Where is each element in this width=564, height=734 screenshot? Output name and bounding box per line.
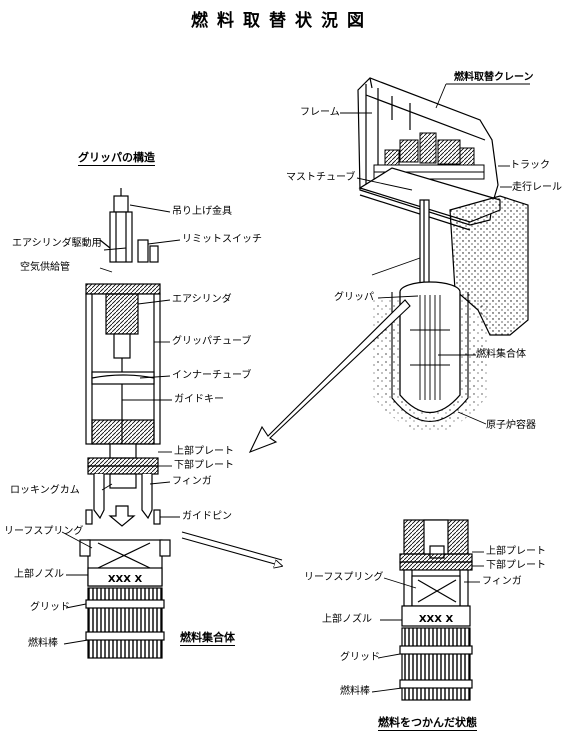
- label-travel-rail: 走行レール: [512, 182, 562, 193]
- gripped-grid-2: [399, 679, 473, 689]
- label-air-cylinder: エアシリンダ: [172, 294, 232, 305]
- label-air-cylinder-drive: エアシリンダ駆動用: [12, 238, 102, 249]
- grid-left-2: [85, 631, 165, 641]
- label-lower-plate: 下部プレート: [174, 460, 234, 471]
- label-gripped-upper-plate: 上部プレート: [486, 546, 546, 557]
- section-gripped-state: 燃料をつかんだ状態: [378, 716, 477, 731]
- label-fuel-assembly-crane: 燃料集合体: [476, 349, 526, 360]
- label-limit-switch: リミットスイッチ: [182, 234, 262, 245]
- label-gripped-lower-plate: 下部プレート: [486, 560, 546, 571]
- label-upper-nozzle: 上部ノズル: [14, 569, 64, 580]
- label-gripped-grid: グリッド: [340, 652, 380, 663]
- lower-plate: [87, 465, 159, 475]
- label-gripped-leaf-spring: リーフスプリング: [304, 572, 384, 583]
- crane-leaders: [340, 83, 530, 425]
- label-lift-fitting: 吊り上げ金具: [172, 206, 232, 217]
- gripped-lower-plate: [399, 561, 473, 571]
- nozzle-marks-right: XXX X: [419, 614, 454, 625]
- label-crane: 燃料取替クレーン: [454, 72, 534, 83]
- label-gripped-upper-nozzle: 上部ノズル: [322, 614, 372, 625]
- label-guide-key: ガイドキー: [174, 394, 224, 405]
- lift-fitting: [113, 195, 129, 213]
- label-grid: グリッド: [30, 602, 70, 613]
- grid-left-1: [85, 599, 165, 609]
- guide-pin: [85, 509, 93, 525]
- section-gripper-structure: グリッパの構造: [78, 151, 155, 166]
- label-gripped-finger: フィンガ: [482, 576, 522, 587]
- label-mast-tube: マストチューブ: [286, 172, 356, 183]
- down-arrow: [108, 505, 136, 527]
- gripper-assembly: [85, 188, 161, 527]
- label-fuel-rod: 燃料棒: [28, 638, 58, 649]
- gripped-upper-plate: [399, 553, 473, 563]
- arrow-to-gripped-state: [181, 537, 282, 566]
- locking-cam: [109, 473, 137, 489]
- reactor-vessel: [372, 281, 488, 433]
- section-fuel-assembly: 燃料集合体: [180, 631, 235, 646]
- label-track: トラック: [510, 160, 550, 171]
- gripped-assembly: [399, 519, 473, 701]
- label-upper-plate: 上部プレート: [174, 446, 234, 457]
- label-locking-cam: ロッキングカム: [10, 485, 80, 496]
- label-gripper-tube: グリッパチューブ: [172, 336, 252, 347]
- gripper-leaders: [61, 204, 181, 645]
- gripped-upper-nozzle: [401, 605, 471, 627]
- gripped-leaders: [371, 551, 484, 693]
- fuel-assembly-left: [79, 539, 171, 659]
- page-title: 燃料取替状況図: [191, 11, 373, 31]
- label-reactor-vessel: 原子炉容器: [486, 420, 536, 431]
- label-frame: フレーム: [300, 107, 340, 118]
- finger-right: [141, 474, 153, 520]
- limit-switch: [137, 239, 149, 263]
- label-inner-tube: インナーチューブ: [172, 370, 252, 381]
- label-finger: フィンガ: [172, 476, 212, 487]
- label-leaf-spring: リーフスプリング: [4, 526, 84, 537]
- label-gripped-fuel-rod: 燃料棒: [340, 686, 370, 697]
- upper-nozzle-left: [87, 567, 163, 587]
- upper-plate: [87, 457, 159, 467]
- arrow-vessel-to-gripper: [248, 299, 411, 454]
- nozzle-marks-left: XXX X: [108, 574, 143, 585]
- finger-left: [93, 474, 105, 520]
- label-gripper: グリッパ: [334, 292, 374, 303]
- gripped-grid-1: [399, 645, 473, 655]
- air-cylinder: [105, 293, 139, 335]
- label-air-supply-pipe: 空気供給管: [20, 262, 70, 273]
- label-guide-pin: ガイドピン: [182, 511, 232, 522]
